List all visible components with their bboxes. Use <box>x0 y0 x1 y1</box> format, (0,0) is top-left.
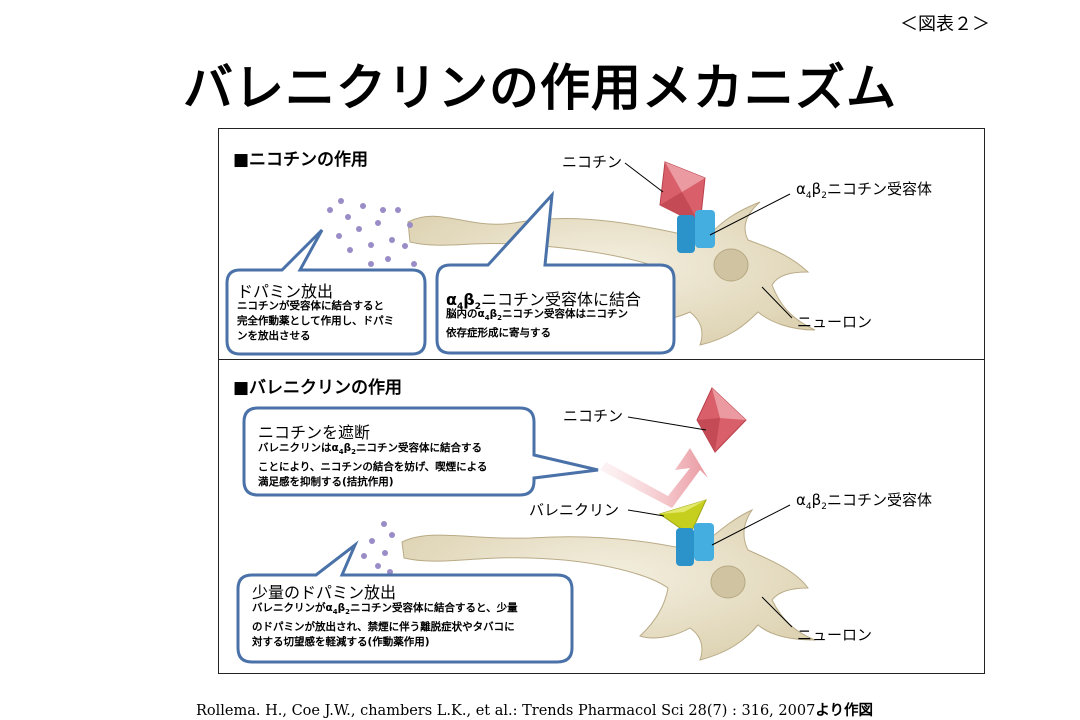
receptor-lower <box>676 523 714 566</box>
label-nicotine-lower: ニコチン <box>563 407 624 425</box>
diagram-frame <box>218 128 985 674</box>
callout-block-body: バレニクリンはα4β2ニコチン受容体に結合する ことにより、ニコチンの結合を妨げ… <box>258 442 488 489</box>
leader-lines-lower <box>627 416 793 628</box>
section-divider <box>219 359 984 360</box>
callout-block-shape <box>242 406 599 497</box>
label-nicotine-upper: ニコチン <box>562 153 623 171</box>
label-receptor-lower: α4β2ニコチン受容体 <box>796 491 932 512</box>
callout-block-heading: ニコチンを遮断 <box>258 423 371 442</box>
section-heading-varenicline: ■バレニクリンの作用 <box>233 378 403 398</box>
receptor-upper <box>677 210 715 253</box>
callout-small-dopamine-shape <box>236 540 574 664</box>
label-receptor-upper: α4β2ニコチン受容体 <box>796 180 932 201</box>
callout-small-dopamine-heading: 少量のドパミン放出 <box>252 583 397 602</box>
callout-binding-heading: α4β2ニコチン受容体に結合 <box>446 290 641 313</box>
citation: Rollema. H., Coe J.W., chambers L.K., et… <box>196 703 874 719</box>
dopamine-dots-upper <box>327 198 417 267</box>
varenicline-molecule <box>658 499 707 536</box>
nicotine-molecule-lower <box>696 387 747 453</box>
label-varenicline: バレニクリン <box>529 501 620 519</box>
section-heading-nicotine: ■ニコチンの作用 <box>233 150 369 170</box>
callout-dopamine-heading: ドパミン放出 <box>237 282 334 301</box>
callout-small-dopamine-body: バレニクリンがα4β2ニコチン受容体に結合すると、少量 のドパミンが放出され、禁… <box>252 602 518 649</box>
callout-dopamine-body: ニコチンが受容体に結合すると 完全作動薬として作用し、ドパミ ンを放出させる <box>237 300 395 342</box>
callout-binding-body: 脳内のα4β2ニコチン受容体はニコチン 依存症形成に寄与する <box>446 308 628 340</box>
figure-label: ＜図表２＞ <box>900 14 990 35</box>
callout-dopamine-release-shape <box>225 228 427 356</box>
callout-receptor-binding-shape <box>435 190 676 355</box>
blocked-path-arrow <box>600 448 708 508</box>
label-neuron-lower: ニューロン <box>797 626 873 644</box>
main-title: バレニクリンの作用メカニズム <box>183 59 897 117</box>
dopamine-dots-lower <box>361 521 395 575</box>
label-neuron-upper: ニューロン <box>797 313 873 331</box>
leader-lines-upper <box>624 162 793 319</box>
